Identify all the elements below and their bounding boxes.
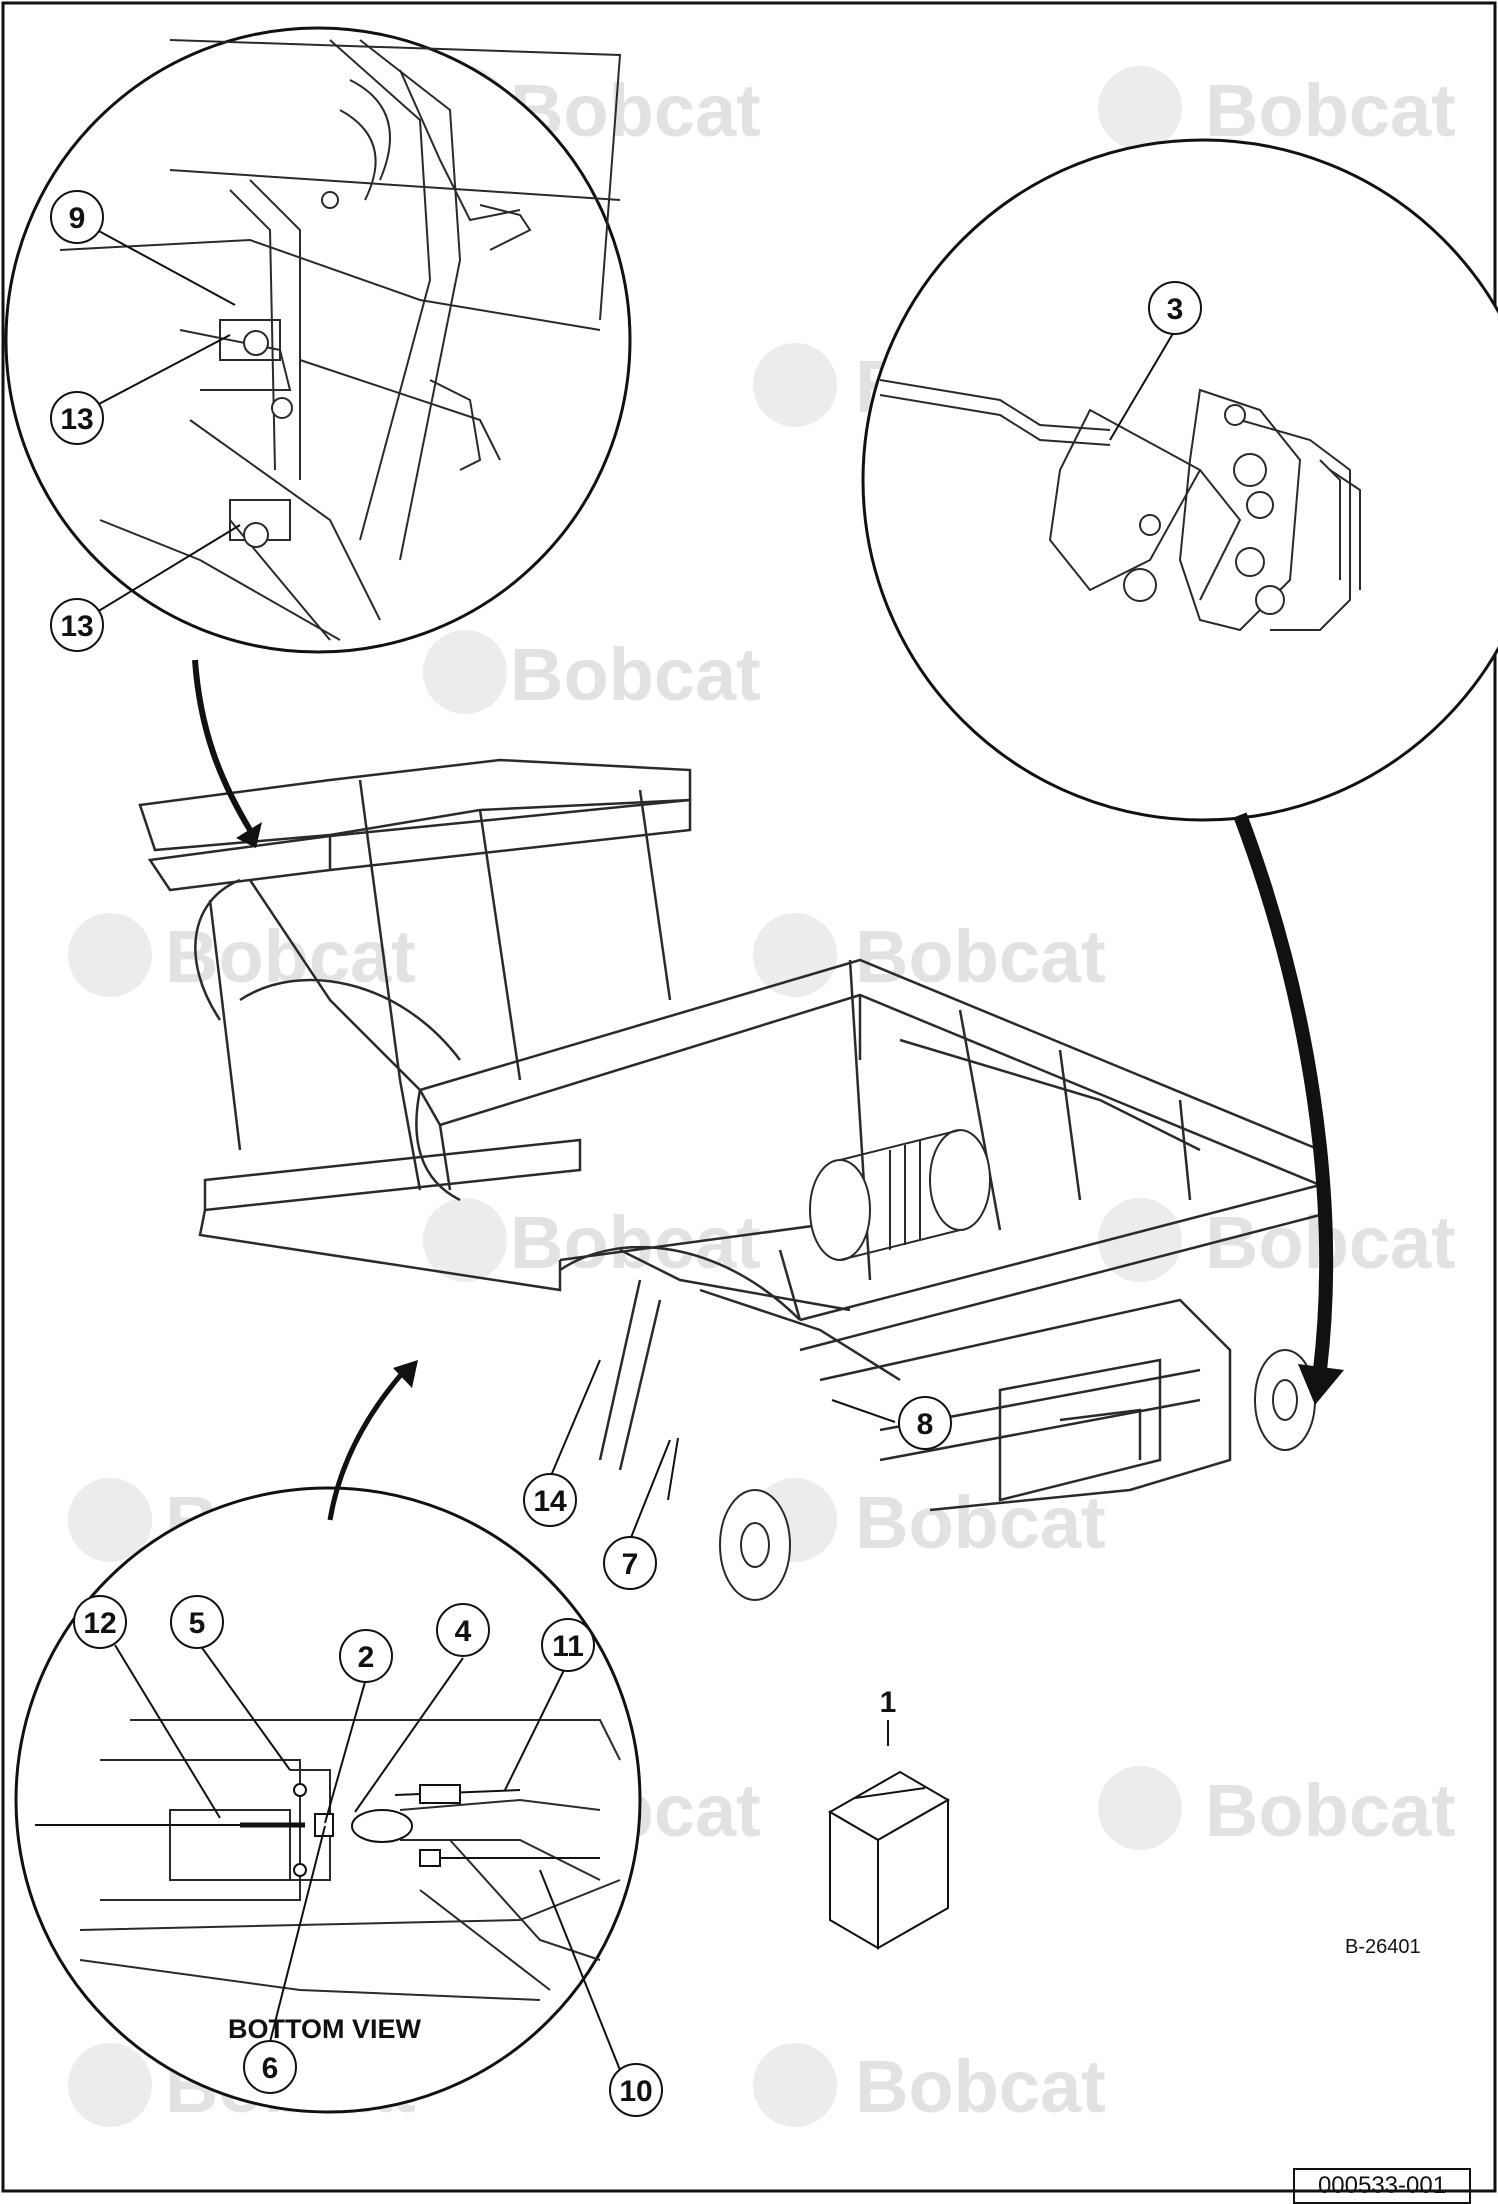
- detail-circle-caliper: [861, 138, 1498, 822]
- svg-text:Bobcat: Bobcat: [855, 2045, 1106, 2128]
- watermark: Bobcat: [753, 2043, 1106, 2128]
- svg-text:Bobcat: Bobcat: [165, 915, 416, 998]
- svg-text:8: 8: [917, 1408, 934, 1441]
- svg-text:7: 7: [622, 1548, 639, 1581]
- arrow-head-pedal: [236, 822, 262, 848]
- watermark: Bobcat: [1098, 66, 1456, 152]
- callouts: 9 13 13 3 8 14 7 12 5 2 4 11 6 10 1: [50, 190, 1202, 2117]
- svg-text:5: 5: [189, 1607, 206, 1640]
- svg-text:13: 13: [60, 403, 93, 436]
- kit-box-icon: [828, 1770, 950, 1950]
- callout-4: 4: [436, 1603, 490, 1657]
- svg-text:1: 1: [880, 1686, 897, 1719]
- svg-text:9: 9: [69, 202, 86, 235]
- watermark: Bobcat: [753, 1478, 1106, 1564]
- svg-text:Bobcat: Bobcat: [855, 915, 1106, 998]
- callout-13: 13: [50, 598, 104, 652]
- watermark: Bobcat: [423, 630, 761, 716]
- svg-text:10: 10: [619, 2075, 652, 2108]
- watermark: Bobcat: [423, 1198, 761, 1284]
- svg-text:3: 3: [1167, 293, 1184, 326]
- callout-13: 13: [50, 391, 104, 445]
- svg-text:12: 12: [83, 1607, 116, 1640]
- watermark: Bobcat: [1098, 1766, 1456, 1852]
- callout-6: 6: [243, 2040, 297, 2094]
- bottom-view-label: BOTTOM VIEW: [228, 2014, 421, 2044]
- svg-text:Bobcat: Bobcat: [1205, 69, 1456, 152]
- svg-text:6: 6: [262, 2052, 279, 2085]
- engine-cylinder: [809, 1129, 991, 1261]
- callout-7: 7: [603, 1536, 657, 1590]
- callout-3: 3: [1148, 281, 1202, 335]
- detail-circle-pedal: [4, 26, 632, 654]
- callout-11: 11: [541, 1618, 595, 1672]
- svg-text:Bobcat: Bobcat: [510, 633, 761, 716]
- svg-text:2: 2: [358, 1641, 375, 1674]
- watermark: Bobcat: [753, 913, 1106, 998]
- svg-text:14: 14: [533, 1485, 567, 1518]
- figure-id: B-26401: [1345, 1936, 1421, 1958]
- svg-text:Bobcat: Bobcat: [855, 1481, 1106, 1564]
- callout-5: 5: [170, 1595, 224, 1649]
- callout-8: 8: [898, 1396, 952, 1450]
- arrow-head-bottom: [393, 1360, 418, 1388]
- document-id: 000533-001: [1317, 2172, 1447, 2199]
- vehicle-frame: [138, 758, 1322, 1512]
- callout-14: 14: [523, 1473, 577, 1527]
- callout-12: 12: [73, 1595, 127, 1649]
- svg-text:11: 11: [552, 1630, 584, 1663]
- watermark: Bobcat: [68, 913, 416, 998]
- wheel-hub-right: [1254, 1349, 1316, 1451]
- callout-1: 1: [880, 1686, 897, 1719]
- wheel-hub-left: [719, 1489, 791, 1601]
- callout-9: 9: [50, 190, 104, 244]
- svg-text:Bobcat: Bobcat: [510, 1201, 761, 1284]
- svg-text:13: 13: [60, 610, 93, 643]
- svg-text:4: 4: [455, 1615, 472, 1648]
- svg-text:Bobcat: Bobcat: [1205, 1769, 1456, 1852]
- connector-arrows: [192, 659, 1334, 1521]
- arrow-head-caliper: [1298, 1364, 1344, 1405]
- callout-2: 2: [339, 1629, 393, 1683]
- leader-lines: [96, 229, 1176, 2071]
- callout-10: 10: [609, 2063, 663, 2117]
- watermark: Bobcat: [1098, 1198, 1456, 1284]
